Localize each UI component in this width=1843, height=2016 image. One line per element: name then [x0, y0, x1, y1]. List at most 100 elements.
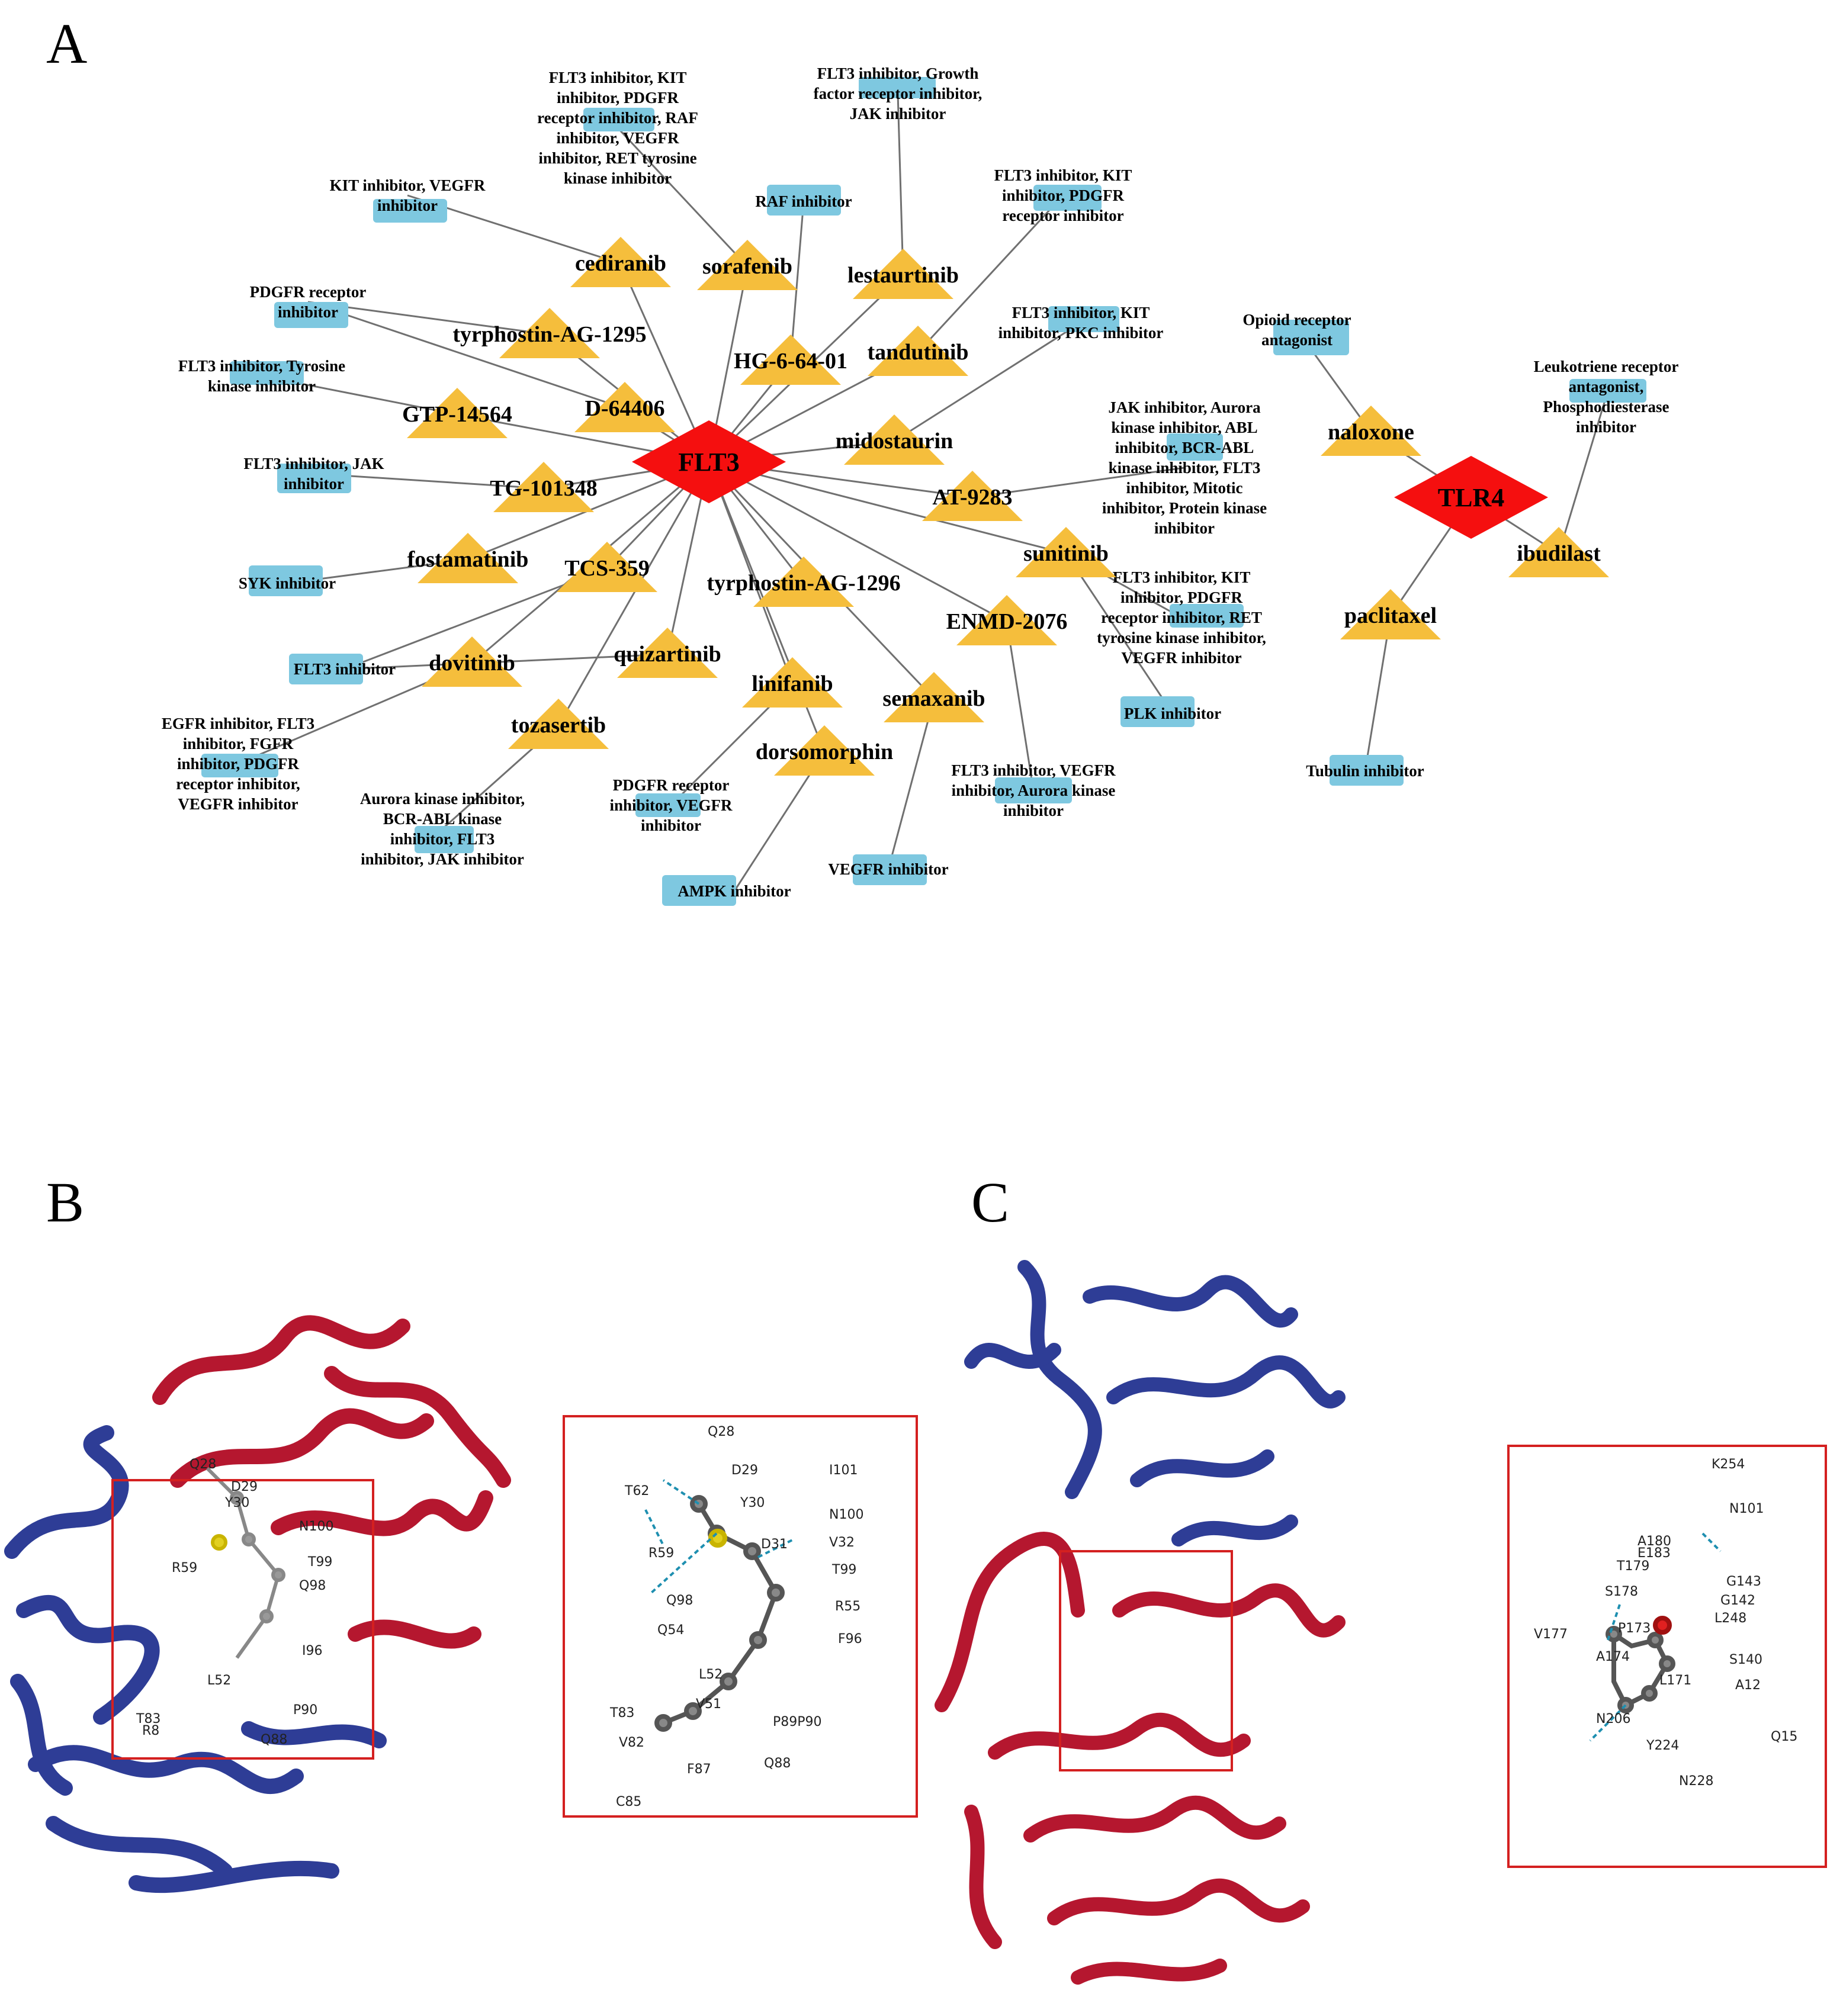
moa-node-flt3: FLT3 inhibitor [289, 654, 396, 684]
moa-node-tubulin: Tubulin inhibitor [1306, 755, 1424, 786]
residue-label: Q98 [666, 1593, 693, 1608]
drug-label: semaxanib [882, 686, 985, 711]
moa-label-line: receptor inhibitor, [176, 775, 300, 793]
moa-node-tozasertib: Aurora kinase inhibitor,BCR-ABL kinasein… [360, 790, 525, 868]
drug-label: ENMD-2076 [946, 609, 1068, 634]
moa-label-line: EGFR inhibitor, FLT3 [162, 715, 314, 732]
moa-label-line: PLK inhibitor [1124, 705, 1221, 722]
moa-label-line: FLT3 inhibitor, JAK [243, 455, 384, 472]
drug-triangle [617, 628, 718, 678]
residue-label: S178 [1605, 1584, 1638, 1599]
residue-label: N100 [829, 1507, 863, 1522]
residue-label: Q15 [1771, 1729, 1797, 1744]
drug-label: sorafenib [702, 254, 792, 279]
moa-node-box [583, 108, 654, 131]
drug-label: D-64406 [585, 396, 664, 421]
drug-triangle [422, 636, 522, 687]
drug-node-semaxanib: semaxanib [882, 672, 985, 722]
protein-chain-red [152, 1315, 511, 1649]
inset-region-box [111, 1479, 374, 1760]
drug-triangle [508, 699, 609, 749]
protein-chain-red [935, 1532, 1346, 1985]
moa-label-line: inhibitor [278, 303, 338, 321]
drug-node-tg-101348: TG-101348 [490, 462, 598, 512]
drug-triangle [1321, 406, 1421, 456]
drug-node-tcs-359: TCS-359 [557, 542, 657, 592]
moa-node-leuko: Leukotriene receptorantagonist,Phosphodi… [1534, 358, 1679, 436]
target-diamond [1394, 456, 1548, 539]
moa-node-box [1033, 185, 1102, 211]
network-edge [344, 567, 608, 670]
moa-label-line: VEGFR inhibitor [178, 795, 298, 813]
drug-node-fostamatinib: fostamatinib [407, 533, 528, 583]
drug-label: dovitinib [429, 651, 515, 676]
target-node-flt3: FLT3 [632, 420, 786, 503]
moa-label-line: inhibitor, Mitotic [1126, 479, 1242, 497]
residue-label: Y30 [740, 1496, 765, 1510]
network-edge [708, 461, 1007, 623]
moa-node-plk: PLK inhibitor [1120, 696, 1221, 727]
network-edge [917, 194, 1064, 353]
moa-label-line: FLT3 inhibitor, KIT [1113, 568, 1251, 586]
residue-label: I96 [302, 1644, 322, 1658]
residue-label: V32 [829, 1535, 855, 1550]
residue-label: Q28 [708, 1425, 734, 1439]
target-nodes: FLT3 TLR4 [632, 420, 1548, 539]
drug-triangle [1508, 527, 1609, 577]
residue-label: F87 [687, 1762, 711, 1777]
drug-triangle [570, 237, 671, 287]
drug-triangle [418, 533, 518, 583]
network-edge [708, 461, 1067, 555]
moa-label-line: receptor inhibitor [1002, 207, 1123, 224]
moa-node-box [767, 185, 841, 216]
network-edge [1558, 396, 1607, 554]
moa-node-box [635, 793, 701, 817]
residue-label: T83 [609, 1706, 634, 1721]
protein-chain-blue [964, 1260, 1346, 1546]
residue-label: K254 [1712, 1457, 1745, 1472]
moa-label-line: inhibitor [377, 197, 438, 214]
moa-label-line: FLT3 inhibitor, Tyrosine [178, 357, 345, 375]
drug-node-cediranib: cediranib [570, 237, 671, 287]
moa-label-line: AMPK inhibitor [678, 882, 791, 900]
drug-label: naloxone [1328, 420, 1414, 445]
network-edge [557, 461, 710, 726]
target-diamond [632, 420, 786, 503]
moa-label-line: receptor inhibitor, RET [1101, 609, 1262, 626]
residue-label: P90 [293, 1703, 317, 1718]
moa-label-line: FLT3 inhibitor, VEGFR [951, 761, 1116, 779]
residue-label: Q54 [657, 1623, 684, 1638]
drug-node-ibudilast: ibudilast [1508, 527, 1609, 577]
residue-label: V82 [619, 1735, 644, 1750]
moa-label-line: inhibitor, RET tyrosine [538, 149, 696, 167]
drug-node-lestaurtinib: lestaurtinib [847, 249, 959, 299]
moa-label-line: JAK inhibitor [850, 105, 946, 123]
drug-node-tozasertib: tozasertib [508, 699, 609, 749]
moa-node-ampk: AMPK inhibitor [662, 875, 791, 906]
moa-label-line: Leukotriene receptor [1534, 358, 1679, 375]
target-label: FLT3 [678, 448, 740, 477]
moa-node-box [1120, 696, 1195, 727]
drug-label: midostaurin [836, 429, 953, 454]
residue-label: T179 [1616, 1559, 1649, 1574]
residue-label: L171 [1659, 1673, 1691, 1688]
drug-triangle [844, 414, 945, 465]
drug-triangle [753, 557, 854, 607]
drug-label: tyrphostin-AG-1295 [452, 322, 646, 347]
residue-label: R8 [142, 1724, 159, 1738]
target-node-tlr4: TLR4 [1394, 456, 1548, 539]
drug-triangle [697, 240, 798, 290]
moa-node-box [274, 302, 348, 328]
panel-label-a: A [46, 12, 88, 75]
drug-triangle [742, 657, 843, 708]
drug-triangle [922, 471, 1023, 521]
residue-label: N101 [1729, 1501, 1764, 1516]
drug-node-enmd-2076: ENMD-2076 [946, 595, 1068, 645]
